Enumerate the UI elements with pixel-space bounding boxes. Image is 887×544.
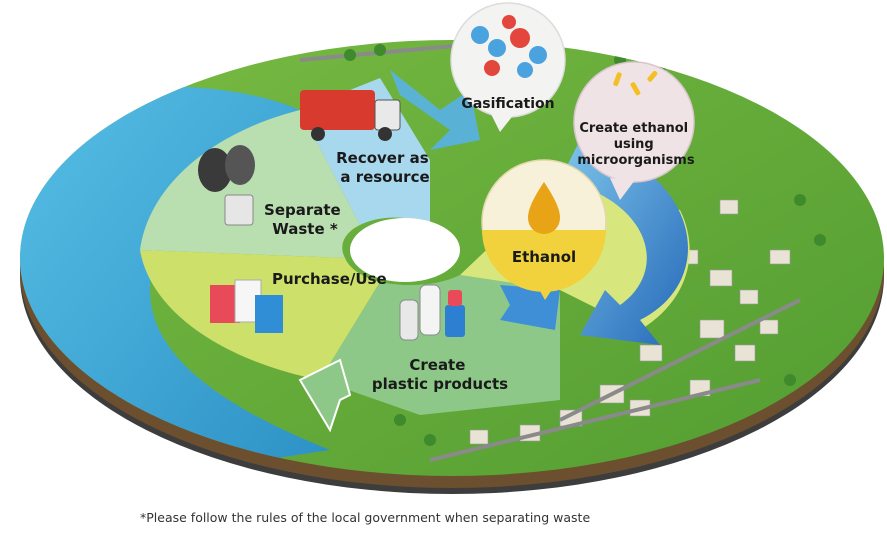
segment-plastic <box>320 275 560 415</box>
cycle-arrow <box>560 140 688 345</box>
garbage-truck-icon <box>300 90 401 141</box>
footnote: *Please follow the rules of the local go… <box>140 510 591 525</box>
ethanol-drop-icon <box>528 182 560 234</box>
label-separate: Separate Waste * <box>264 201 346 238</box>
garbage-bags-icon <box>198 145 255 226</box>
arrow-to-purchase <box>298 358 352 433</box>
label-purchase: Purchase/Use <box>272 270 387 288</box>
label-create-ethanol: Create ethanol using microorganisms <box>577 121 694 168</box>
arrow-to-gasification <box>390 70 480 150</box>
label-plastic: Create plastic products <box>372 356 508 393</box>
shopping-bags-icon <box>210 279 283 333</box>
label-recover: Recover as a resource <box>336 149 434 186</box>
label-ethanol: Ethanol <box>512 248 576 266</box>
ethanol-bubble <box>481 159 607 300</box>
plastic-bottles-icon <box>399 284 465 341</box>
gasification-bubble <box>450 2 566 132</box>
microorganism-icon <box>613 70 658 96</box>
molecule-icon <box>471 15 547 78</box>
microorganism-bubble <box>573 61 695 200</box>
segment-separate <box>140 110 360 258</box>
center-hole <box>350 218 460 282</box>
label-gasification: Gasification <box>461 96 554 112</box>
